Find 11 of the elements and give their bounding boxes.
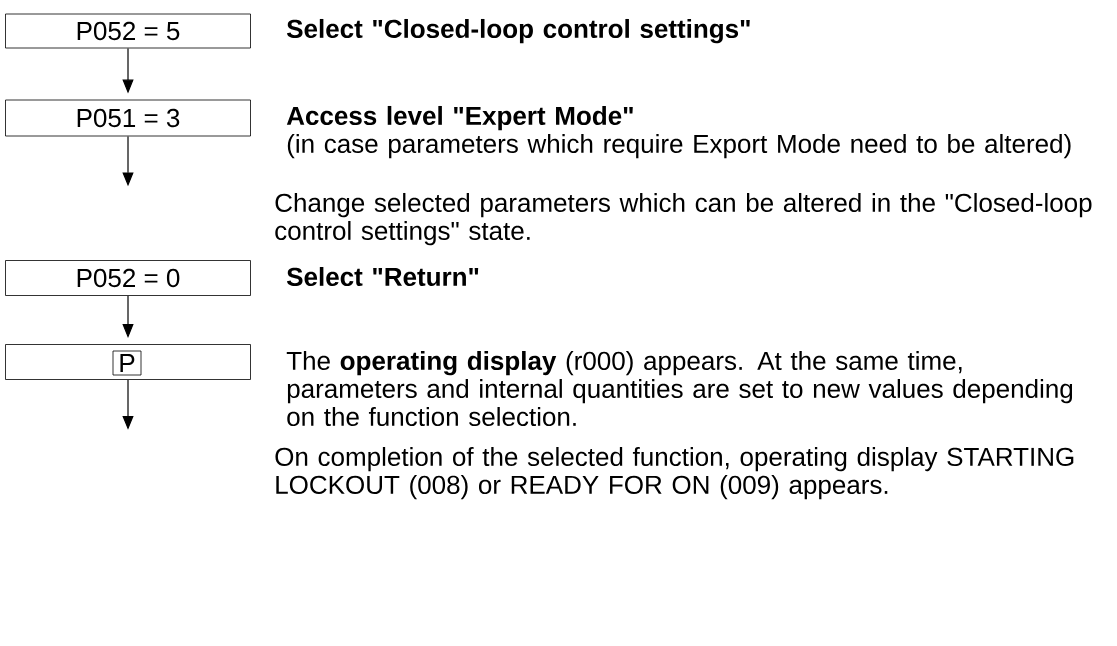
step-heading: Select "Return" bbox=[286, 266, 479, 287]
step-heading: Access level "Expert Mode" bbox=[286, 105, 633, 131]
step-description: (in case parameters which require Export Mode need to be altered) bbox=[287, 133, 1071, 159]
step-box bbox=[5, 344, 251, 380]
step-description: The operating display (r000) appears. At the same time, parameters and internal quantities are set to new values depending on the function selection. bbox=[286, 350, 1073, 427]
step-heading: Select "Closed-loop control settings" bbox=[286, 18, 750, 44]
step-box: P052 = 5 bbox=[5, 13, 251, 49]
note-text: Change selected parameters which can be altered in the "Closed-loop control settings" state. bbox=[275, 192, 1092, 246]
step-box: P052 = 0 bbox=[5, 260, 251, 296]
step-box: P051 = 3 bbox=[5, 99, 251, 137]
note-text: On completion of the selected function, operating display STARTING LOCKOUT (008) or READY FOR ON (009) appears. bbox=[275, 446, 1074, 500]
